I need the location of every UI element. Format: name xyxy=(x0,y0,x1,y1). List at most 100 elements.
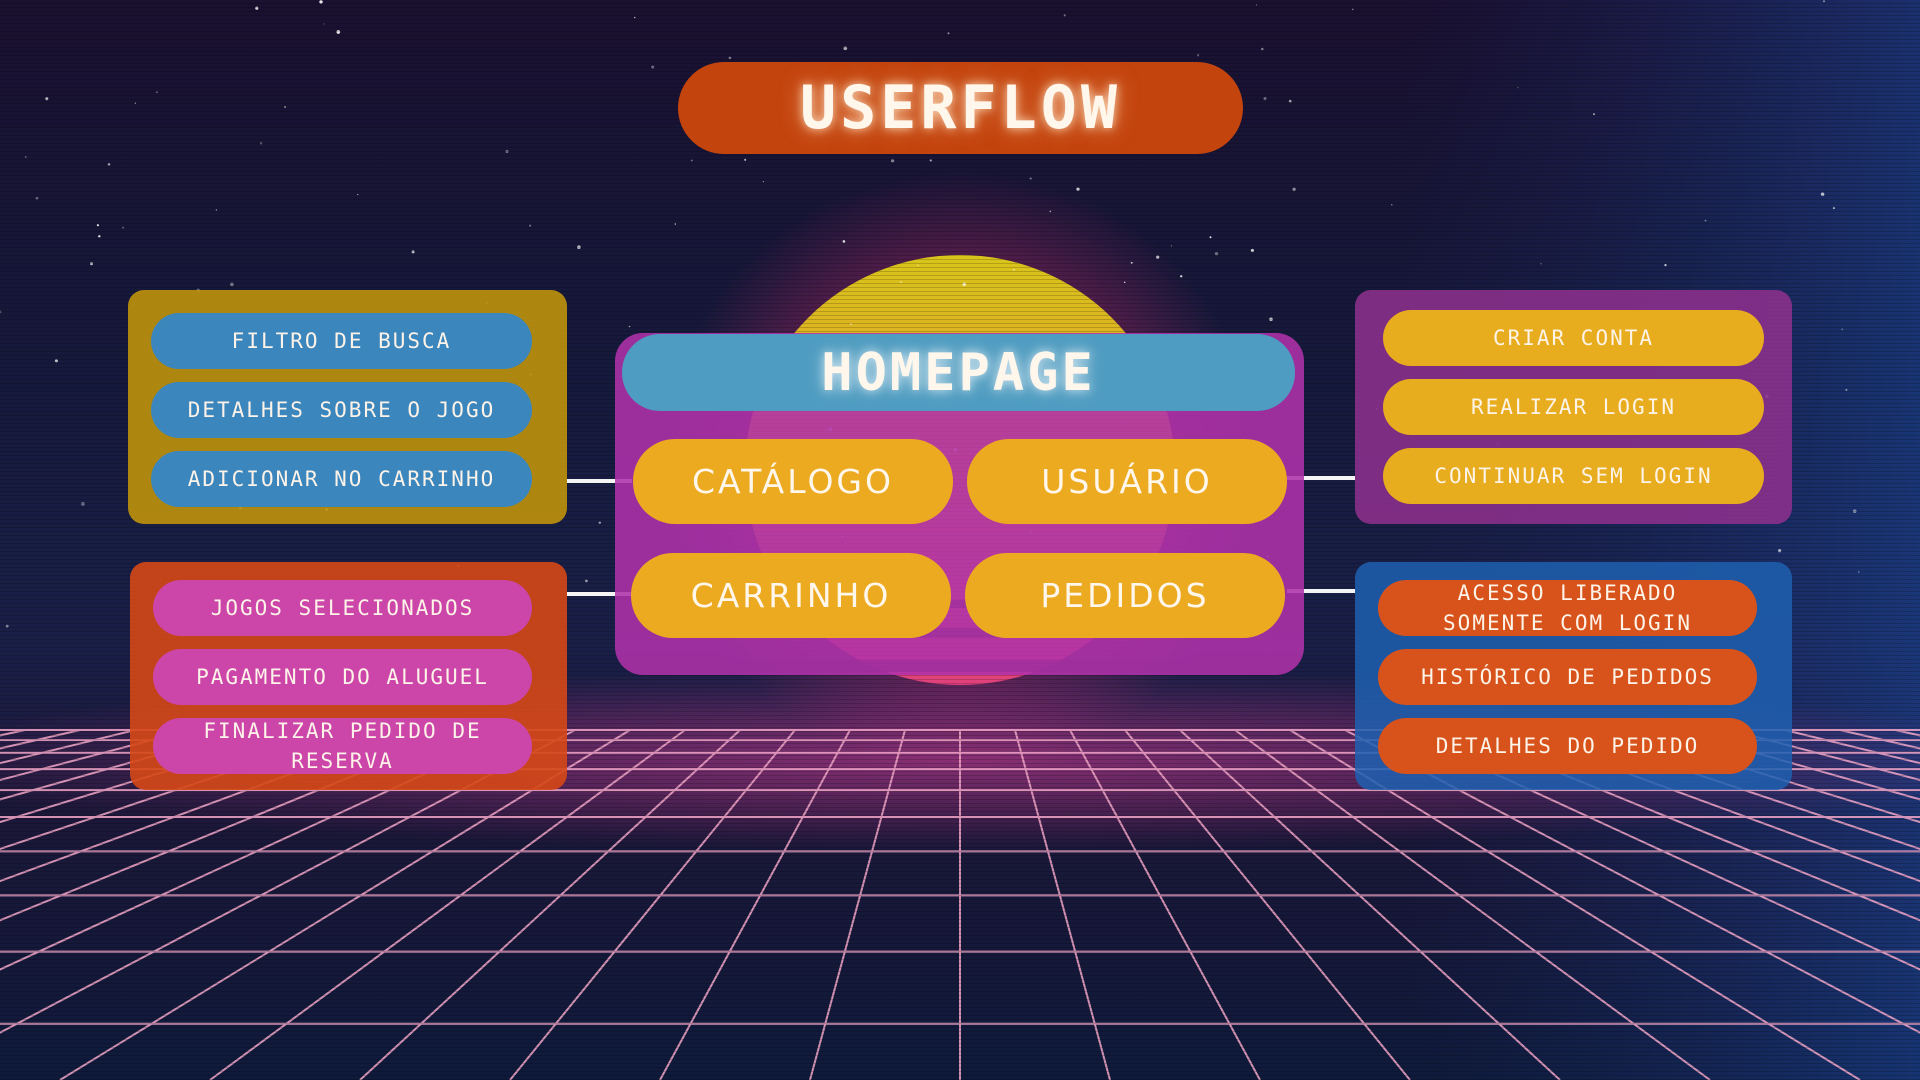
grid-line xyxy=(0,729,246,801)
cart-item-jogos[interactable]: JOGOS SELECIONADOS xyxy=(153,580,532,636)
grid-line xyxy=(1124,729,1411,1080)
star xyxy=(319,0,323,4)
connector-orders xyxy=(1287,589,1355,593)
user-item-realizar-login[interactable]: REALIZAR LOGIN xyxy=(1383,379,1764,435)
star xyxy=(1857,570,1860,573)
star xyxy=(1288,99,1292,103)
star xyxy=(529,224,532,227)
star xyxy=(929,159,932,162)
right-blue-haze xyxy=(1400,0,1920,1080)
star xyxy=(1196,54,1200,57)
star xyxy=(156,91,158,93)
user-item-criar-conta[interactable]: CRIAR CONTA xyxy=(1383,310,1764,366)
star xyxy=(1013,269,1015,271)
catalog-item-detalhes[interactable]: DETALHES SOBRE O JOGO xyxy=(151,382,532,438)
homepage-title: HOMEPAGE xyxy=(821,342,1096,403)
star xyxy=(577,245,581,249)
star xyxy=(1852,509,1857,514)
star xyxy=(1822,0,1826,3)
grid-line xyxy=(509,729,796,1080)
star xyxy=(890,159,895,163)
star xyxy=(81,502,85,506)
star xyxy=(1214,252,1219,256)
grid-line xyxy=(1014,729,1111,1080)
connector-cart xyxy=(567,592,632,596)
grid-line xyxy=(809,729,906,1080)
star xyxy=(25,156,27,158)
star xyxy=(1156,255,1160,259)
star xyxy=(651,65,655,69)
star xyxy=(899,281,902,284)
star xyxy=(323,23,325,25)
connector-user xyxy=(1287,476,1355,480)
star xyxy=(962,282,967,286)
cart-item-pagamento[interactable]: PAGAMENTO DO ALUGUEL xyxy=(153,649,532,705)
pedidos-button[interactable]: PEDIDOS xyxy=(965,553,1285,638)
star xyxy=(1351,8,1354,11)
homepage-header: HOMEPAGE xyxy=(622,334,1295,411)
star xyxy=(255,6,259,10)
star xyxy=(598,521,601,524)
star xyxy=(917,264,919,267)
star xyxy=(1845,388,1848,391)
star xyxy=(357,193,359,196)
grid-line xyxy=(1619,729,1920,824)
star xyxy=(45,97,49,101)
star xyxy=(947,32,950,35)
star xyxy=(259,142,263,145)
star xyxy=(1130,261,1133,264)
star xyxy=(585,579,588,583)
star xyxy=(1841,328,1843,330)
star xyxy=(5,624,9,628)
star xyxy=(1592,113,1596,116)
star xyxy=(1049,210,1052,213)
connector-catalog xyxy=(567,479,632,483)
star xyxy=(1250,248,1254,253)
user-item-continuar[interactable]: CONTINUAR SEM LOGIN xyxy=(1383,448,1764,504)
star xyxy=(54,359,58,363)
star xyxy=(1076,187,1080,191)
star xyxy=(98,234,101,238)
grid-line xyxy=(1179,729,1561,1080)
carrinho-button[interactable]: CARRINHO xyxy=(631,553,951,638)
star xyxy=(674,223,676,225)
star xyxy=(843,46,848,51)
orders-item-acesso[interactable]: ACESSO LIBERADO SOMENTE COM LOGIN xyxy=(1378,580,1757,636)
star xyxy=(215,209,218,211)
star xyxy=(842,240,846,243)
star xyxy=(505,149,509,154)
orders-item-detalhes[interactable]: DETALHES DO PEDIDO xyxy=(1378,718,1757,774)
star xyxy=(1832,206,1836,210)
star xyxy=(230,282,234,287)
star xyxy=(90,262,93,266)
star xyxy=(107,163,111,166)
grid-line xyxy=(1674,729,1920,801)
grid-line xyxy=(659,729,851,1080)
star xyxy=(1664,264,1667,267)
grid-line xyxy=(1069,729,1261,1080)
star xyxy=(1269,317,1273,322)
star xyxy=(1820,192,1825,197)
usuario-button[interactable]: USUÁRIO xyxy=(967,439,1287,524)
catalogo-button[interactable]: CATÁLOGO xyxy=(633,439,953,524)
grid-line xyxy=(1234,729,1711,1080)
star xyxy=(1391,204,1393,206)
star xyxy=(1180,275,1183,278)
star xyxy=(1263,97,1267,101)
star xyxy=(1029,177,1032,180)
title-banner: USERFLOW xyxy=(678,62,1243,154)
cart-item-finalizar[interactable]: FINALIZAR PEDIDO DE RESERVA xyxy=(153,718,532,774)
star xyxy=(122,226,124,229)
star xyxy=(850,323,852,325)
star xyxy=(1292,187,1296,191)
orders-item-historico[interactable]: HISTÓRICO DE PEDIDOS xyxy=(1378,649,1757,705)
star xyxy=(1063,14,1066,17)
star xyxy=(1261,47,1264,51)
star xyxy=(35,196,39,200)
star xyxy=(634,16,636,19)
catalog-item-filtro[interactable]: FILTRO DE BUSCA xyxy=(151,313,532,369)
catalog-item-adicionar[interactable]: ADICIONAR NO CARRINHO xyxy=(151,451,532,507)
star xyxy=(1540,262,1542,265)
star xyxy=(336,30,341,34)
